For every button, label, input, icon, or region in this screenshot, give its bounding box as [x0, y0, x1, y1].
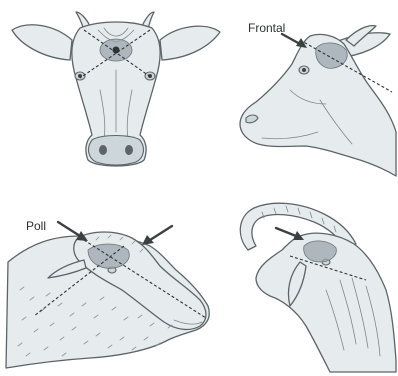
goat-side-view	[240, 203, 396, 372]
sheep-side-view: Poll	[6, 219, 209, 368]
cow-side-view: Frontal	[240, 21, 396, 176]
frontal-arrow-shaft	[282, 34, 300, 44]
cow-left-ear	[12, 25, 72, 60]
poll-arrow-left-shaft	[58, 222, 80, 236]
poll-arrow-right-shaft	[150, 226, 172, 240]
goat-arrow-shaft	[276, 228, 296, 236]
goat-poll-region	[304, 241, 337, 262]
cow-left-nostril	[99, 145, 107, 155]
frontal-label: Frontal	[248, 21, 285, 35]
cow-right-nostril	[125, 145, 133, 155]
cow-front-view	[12, 12, 220, 166]
cow-muzzle	[89, 136, 144, 166]
poll-label: Poll	[26, 219, 46, 233]
cow-right-ear	[160, 26, 220, 60]
